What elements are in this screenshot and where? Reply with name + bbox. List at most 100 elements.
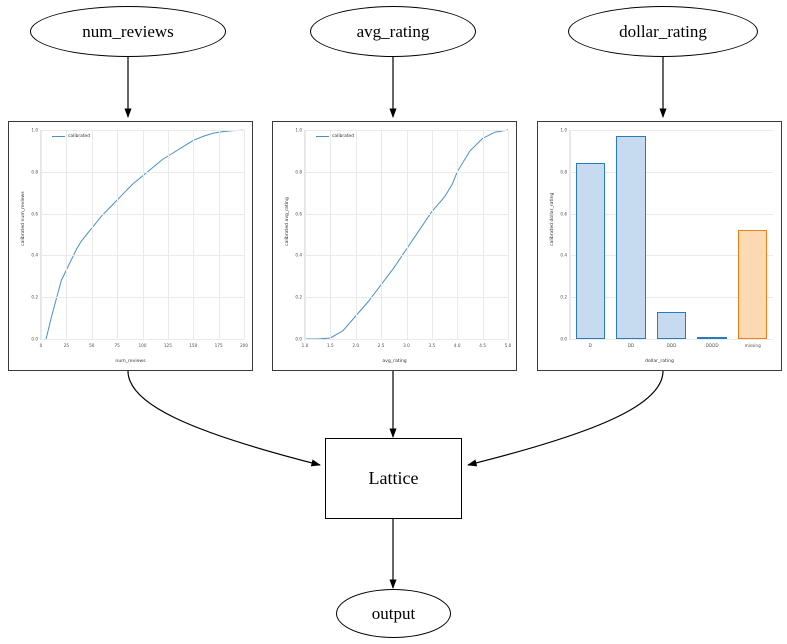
gridline-vertical (381, 130, 383, 339)
xtick-label: 75 (114, 343, 120, 348)
output-node[interactable]: output (336, 589, 451, 638)
legend-swatch-calibrated (316, 135, 329, 138)
ytick-label: 0.2 (295, 294, 302, 300)
ytick-label: 0.0 (560, 336, 567, 342)
xtick-label: 50 (89, 343, 95, 348)
ytick-label: 0.4 (295, 252, 302, 258)
xtick-label: DD (627, 343, 635, 348)
edge-chart1-to-lattice (127, 370, 321, 467)
line-series-num-reviews (41, 130, 244, 339)
xtick-label: 100 (138, 343, 147, 348)
xtick-label: 200 (240, 343, 248, 348)
bar-DDD (656, 311, 687, 339)
lattice-node[interactable]: Lattice (325, 438, 462, 519)
xtick-label: 1.5 (327, 343, 334, 348)
legend-num-reviews: calibrated (52, 134, 90, 139)
xtick-label: 5.0 (504, 343, 512, 348)
xtick-label: 125 (163, 343, 172, 348)
xtick-label: DDDD (705, 343, 719, 348)
ytick-label: 0.6 (295, 211, 302, 217)
ytick-label: 0.6 (31, 211, 38, 217)
legend-label-calibrated: calibrated (332, 134, 355, 139)
xtick-label: 175 (214, 343, 223, 348)
gridline-vertical (457, 130, 459, 339)
ytick-label: 0.4 (31, 252, 38, 258)
xtick-label: 3.0 (403, 343, 410, 348)
bar-D (575, 163, 605, 339)
bar-missing (738, 230, 768, 339)
input-node-avg-rating-label: avg_rating (356, 21, 430, 41)
gridline-vertical (244, 130, 245, 339)
gridline-horizontal (570, 297, 773, 299)
bar-DDDD (697, 337, 727, 339)
xtick-label: D (588, 343, 592, 348)
ytick-label: 0.0 (31, 336, 38, 342)
yaxis-label-num-reviews: calibrated num_reviews (21, 191, 26, 246)
gridline-horizontal (570, 255, 773, 257)
ytick-label: 0.0 (295, 336, 302, 342)
gridline-horizontal (570, 130, 773, 131)
plot-area-num-reviews: 0.0 0.2 0.4 0.6 0.8 1.0 0 25 50 75 100 125 150 175 200 (31, 128, 248, 349)
gridline-vertical (508, 130, 509, 339)
yaxis-label-dollar-rating: calibrated dollar_rating (550, 192, 555, 246)
gridline-horizontal (570, 171, 773, 173)
xtick-label: 4.5 (479, 343, 486, 348)
gridline-horizontal (570, 339, 773, 340)
ytick-label: 0.6 (560, 211, 567, 217)
edge-chart3-to-lattice (467, 370, 664, 467)
gridline-vertical (355, 130, 357, 339)
input-node-dollar-rating[interactable]: dollar_rating (568, 6, 758, 57)
ytick-label: 0.2 (31, 294, 38, 300)
ytick-label: 1.0 (31, 127, 38, 133)
input-node-dollar-rating-label: dollar_rating (619, 21, 707, 41)
gridline-vertical (41, 130, 42, 339)
gridline-horizontal (41, 339, 244, 340)
legend-swatch-calibrated (52, 135, 65, 138)
ytick-label: 0.8 (31, 169, 38, 175)
gridline-vertical (330, 130, 332, 339)
ytick-label: 0.8 (295, 169, 302, 175)
line-series-avg-rating (305, 130, 508, 339)
gridline-vertical (406, 130, 408, 339)
lattice-node-label: Lattice (368, 468, 419, 488)
gridline-vertical (167, 130, 169, 339)
gridline-vertical (218, 130, 220, 339)
ytick-label: 0.4 (560, 252, 567, 258)
ytick-label: 0.8 (560, 169, 567, 175)
yaxis-label-avg-rating: calibrated avg_rating (285, 197, 290, 246)
xtick-label: DDD (666, 343, 677, 348)
xtick-label: missing (744, 343, 761, 348)
gridline-vertical (305, 130, 306, 339)
bar-DD (616, 136, 646, 339)
ytick-label: 1.0 (560, 127, 567, 133)
gridline-vertical (66, 130, 68, 339)
xtick-label: 25 (63, 343, 70, 348)
xaxis-label-avg-rating: avg_rating (382, 359, 407, 364)
ytick-label: 0.2 (560, 294, 567, 300)
legend-label-calibrated: calibrated (68, 134, 91, 139)
gridline-vertical (482, 130, 484, 339)
gridline-vertical (193, 130, 195, 339)
gridline-vertical (431, 130, 433, 339)
gridline-vertical (91, 130, 93, 339)
gridline-vertical (142, 130, 144, 339)
chart-panel-num-reviews: 0.0 0.2 0.4 0.6 0.8 1.0 0 25 50 75 100 125 150 175 200… (8, 121, 253, 371)
xtick-label: 0 (39, 343, 43, 348)
xtick-label: 2.0 (352, 343, 360, 348)
xaxis-label-num-reviews: num_reviews (115, 359, 146, 364)
gridline-horizontal (570, 213, 773, 215)
gridline-vertical (117, 130, 119, 339)
xtick-label: 1.0 (301, 343, 309, 348)
gridline-vertical (570, 130, 571, 339)
input-node-avg-rating[interactable]: avg_rating (310, 6, 476, 57)
xtick-label: 150 (189, 343, 198, 348)
legend-avg-rating: calibrated (316, 134, 354, 139)
xtick-label: 2.5 (377, 343, 385, 348)
input-node-num-reviews[interactable]: num_reviews (30, 6, 226, 57)
